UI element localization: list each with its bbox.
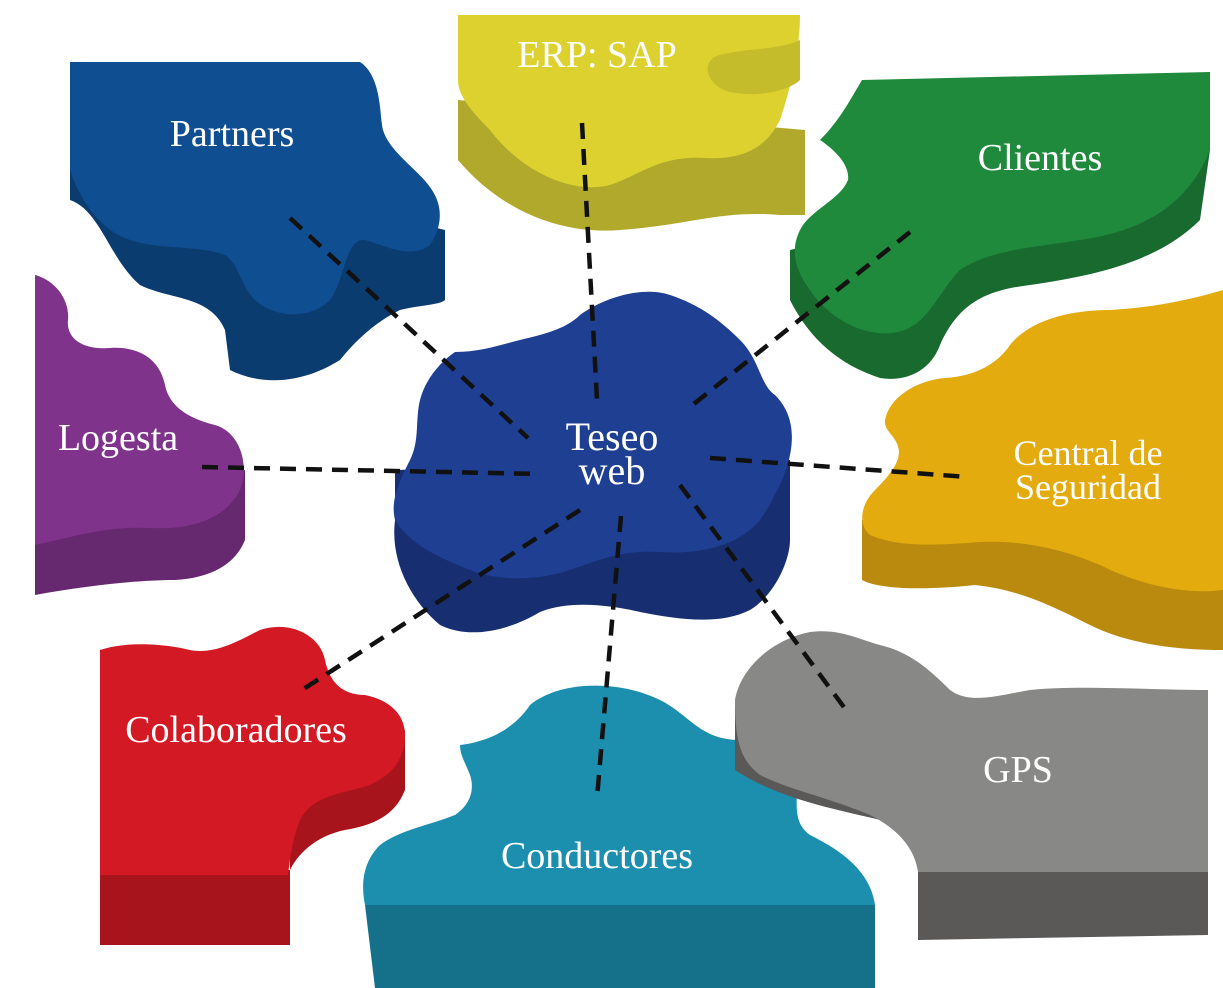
label-gps: GPS xyxy=(983,749,1053,791)
label-line: Teseo xyxy=(566,414,659,459)
label-line: Seguridad xyxy=(1015,467,1161,507)
piece-clientes: Clientes xyxy=(790,72,1210,379)
label-erp-sap: ERP: SAP xyxy=(517,34,676,76)
label-line: Partners xyxy=(170,113,295,155)
piece-partners: Partners xyxy=(70,62,445,381)
label-line: web xyxy=(579,448,646,493)
label-partners: Partners xyxy=(170,113,295,155)
connector-colaboradores xyxy=(300,508,582,692)
connector-partners xyxy=(288,216,530,440)
piece-erp-sap: ERP: SAP xyxy=(458,15,805,231)
connector-gps xyxy=(678,483,848,712)
label-line: ERP: SAP xyxy=(517,34,676,76)
connectors xyxy=(201,122,969,799)
connector-erp-sap xyxy=(579,122,600,401)
label-conductores: Conductores xyxy=(501,835,693,877)
piece-gps: GPS xyxy=(735,631,1208,940)
connector-clientes xyxy=(688,230,912,409)
label-line: Colaboradores xyxy=(125,709,347,751)
connector-central-de-seguridad xyxy=(709,455,969,480)
label-line: Logesta xyxy=(58,417,178,459)
connector-logesta xyxy=(201,464,541,477)
label-line: Clientes xyxy=(978,137,1103,179)
label-colaboradores: Colaboradores xyxy=(125,709,347,751)
connector-conductores xyxy=(594,515,624,799)
label-logesta: Logesta xyxy=(58,417,178,459)
label-line: GPS xyxy=(983,749,1053,791)
label-clientes: Clientes xyxy=(978,137,1103,179)
piece-colaboradores: Colaboradores xyxy=(100,626,405,945)
piece-logesta: Logesta xyxy=(35,275,245,595)
label-line: Conductores xyxy=(501,835,693,877)
label-line: Central de xyxy=(1014,433,1163,473)
